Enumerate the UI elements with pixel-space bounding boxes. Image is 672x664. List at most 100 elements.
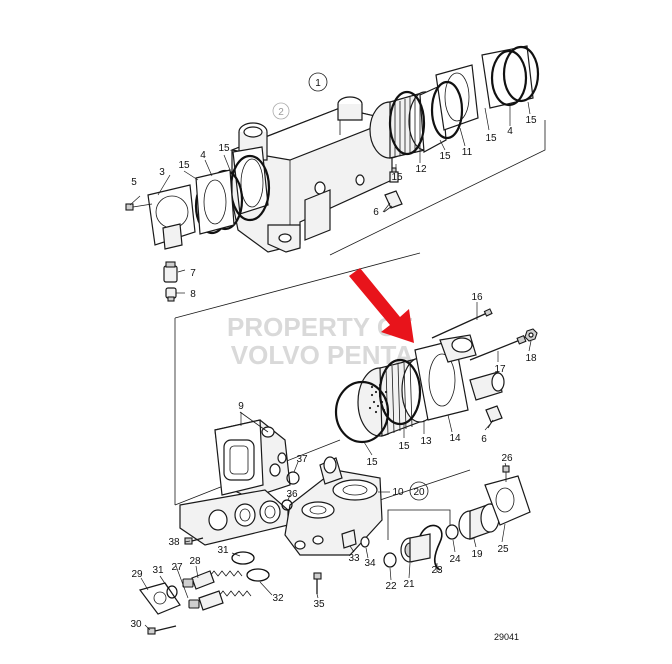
red-arrow	[349, 268, 414, 343]
bolt-5	[125, 203, 153, 211]
callout-35: 35	[313, 599, 325, 610]
callout-30: 30	[130, 619, 142, 630]
callout-8: 8	[190, 289, 196, 300]
callout-26: 26	[501, 453, 513, 464]
callout-circle-1: 1	[308, 72, 328, 92]
end-cover-14	[414, 334, 505, 421]
callout-17: 17	[494, 364, 506, 375]
middle-leaders	[363, 302, 532, 456]
lower-leaders	[140, 461, 507, 631]
callout-37: 37	[296, 454, 308, 465]
callout-circle-2-label: 2	[278, 107, 284, 118]
callout-6-upper: 6	[373, 207, 379, 218]
callout-14: 14	[449, 433, 461, 444]
stud-17	[469, 335, 527, 361]
callout-15-left-a: 15	[178, 160, 190, 171]
callout-36: 36	[286, 489, 298, 500]
callout-25: 25	[497, 544, 509, 555]
o-ring-24	[445, 524, 459, 540]
housing-bore	[240, 158, 264, 208]
nut-18	[524, 328, 538, 342]
thermostat-housing-10	[284, 456, 383, 556]
callout-27: 27	[171, 562, 183, 573]
o-ring-37	[286, 471, 300, 485]
callout-3: 3	[159, 167, 165, 178]
callout-12: 12	[415, 164, 427, 175]
callout-15-right-b: 15	[485, 133, 497, 144]
callout-15-core: 15	[439, 151, 451, 162]
o-ring-15-upper-right-a	[490, 49, 528, 107]
left-gasket-bore	[203, 179, 227, 225]
callout-38: 38	[168, 537, 180, 548]
callout-32: 32	[272, 593, 284, 604]
upper-leaders	[129, 101, 531, 294]
callout-5: 5	[131, 177, 137, 188]
callout-circle-1-label: 1	[315, 78, 321, 89]
left-cover-boss	[162, 223, 183, 250]
o-ring-22	[383, 552, 397, 568]
callout-31-upper: 31	[217, 545, 229, 556]
figure-number: 29041	[494, 632, 519, 642]
callout-24: 24	[449, 554, 461, 565]
watermark-line-2: VOLVO PENTA	[231, 340, 414, 370]
callout-21: 21	[403, 579, 415, 590]
callout-circle-2: 2	[272, 102, 290, 120]
thermostat-housing-9	[214, 411, 291, 499]
sensor-6-middle	[485, 405, 503, 429]
o-ring-15-middle-b	[378, 358, 422, 426]
o-ring-15-core-a	[388, 90, 426, 156]
callout-15-right: 15	[525, 115, 537, 126]
sensor-6-upper	[383, 190, 403, 213]
callout-15-middle-a: 15	[366, 457, 378, 468]
thermostat-21	[400, 533, 431, 563]
housing-19	[458, 503, 500, 540]
callout-13: 13	[420, 436, 432, 447]
o-ring-15-upper-right-b	[502, 45, 540, 103]
o-ring-32-a	[231, 551, 255, 565]
stud-16	[431, 308, 493, 339]
callout-19: 19	[471, 549, 483, 560]
callout-15-left-b: 15	[218, 143, 230, 154]
callout-6-middle: 6	[481, 434, 487, 445]
o-ring-15-core-b	[430, 80, 464, 140]
sensor-33	[341, 529, 370, 549]
callout-10: 10	[392, 487, 404, 498]
callout-11: 11	[462, 147, 473, 158]
callout-34: 34	[364, 558, 376, 569]
callout-23: 23	[431, 565, 443, 576]
left-gasket	[195, 169, 235, 235]
callout-4-right: 4	[507, 126, 513, 137]
callout-33: 33	[348, 553, 360, 564]
callout-circle-20-label: 20	[413, 487, 425, 498]
sensor-7	[163, 261, 178, 283]
cooler-housing	[229, 96, 395, 253]
callout-16: 16	[471, 292, 483, 303]
o-ring-32-b	[246, 568, 270, 582]
cover-25	[484, 465, 531, 526]
upper-end-cover	[435, 64, 479, 131]
flange-29	[138, 582, 181, 615]
manifold-plate	[179, 489, 289, 546]
callout-22: 22	[385, 581, 397, 592]
callout-18: 18	[525, 353, 537, 364]
plug-8	[165, 287, 177, 302]
callout-15-middle-b: 15	[398, 441, 410, 452]
callout-15-sensor: 15	[391, 172, 403, 183]
callout-4-left: 4	[200, 150, 206, 161]
end-cover-bore	[444, 72, 470, 122]
gasket-23	[419, 524, 443, 571]
spring-28	[182, 570, 243, 590]
callout-29: 29	[131, 569, 143, 580]
callout-circle-20: 20	[387, 481, 451, 540]
callout-28: 28	[189, 556, 201, 567]
callout-9: 9	[238, 401, 244, 412]
o-ring-36	[281, 499, 293, 511]
callout-31-lower: 31	[152, 565, 164, 576]
bolt-30	[147, 625, 177, 635]
o-ring-15-middle-a	[334, 380, 390, 444]
callout-7: 7	[190, 268, 196, 279]
spring-27	[188, 590, 252, 611]
watermark-line-1: PROPERTY OF	[227, 312, 413, 342]
